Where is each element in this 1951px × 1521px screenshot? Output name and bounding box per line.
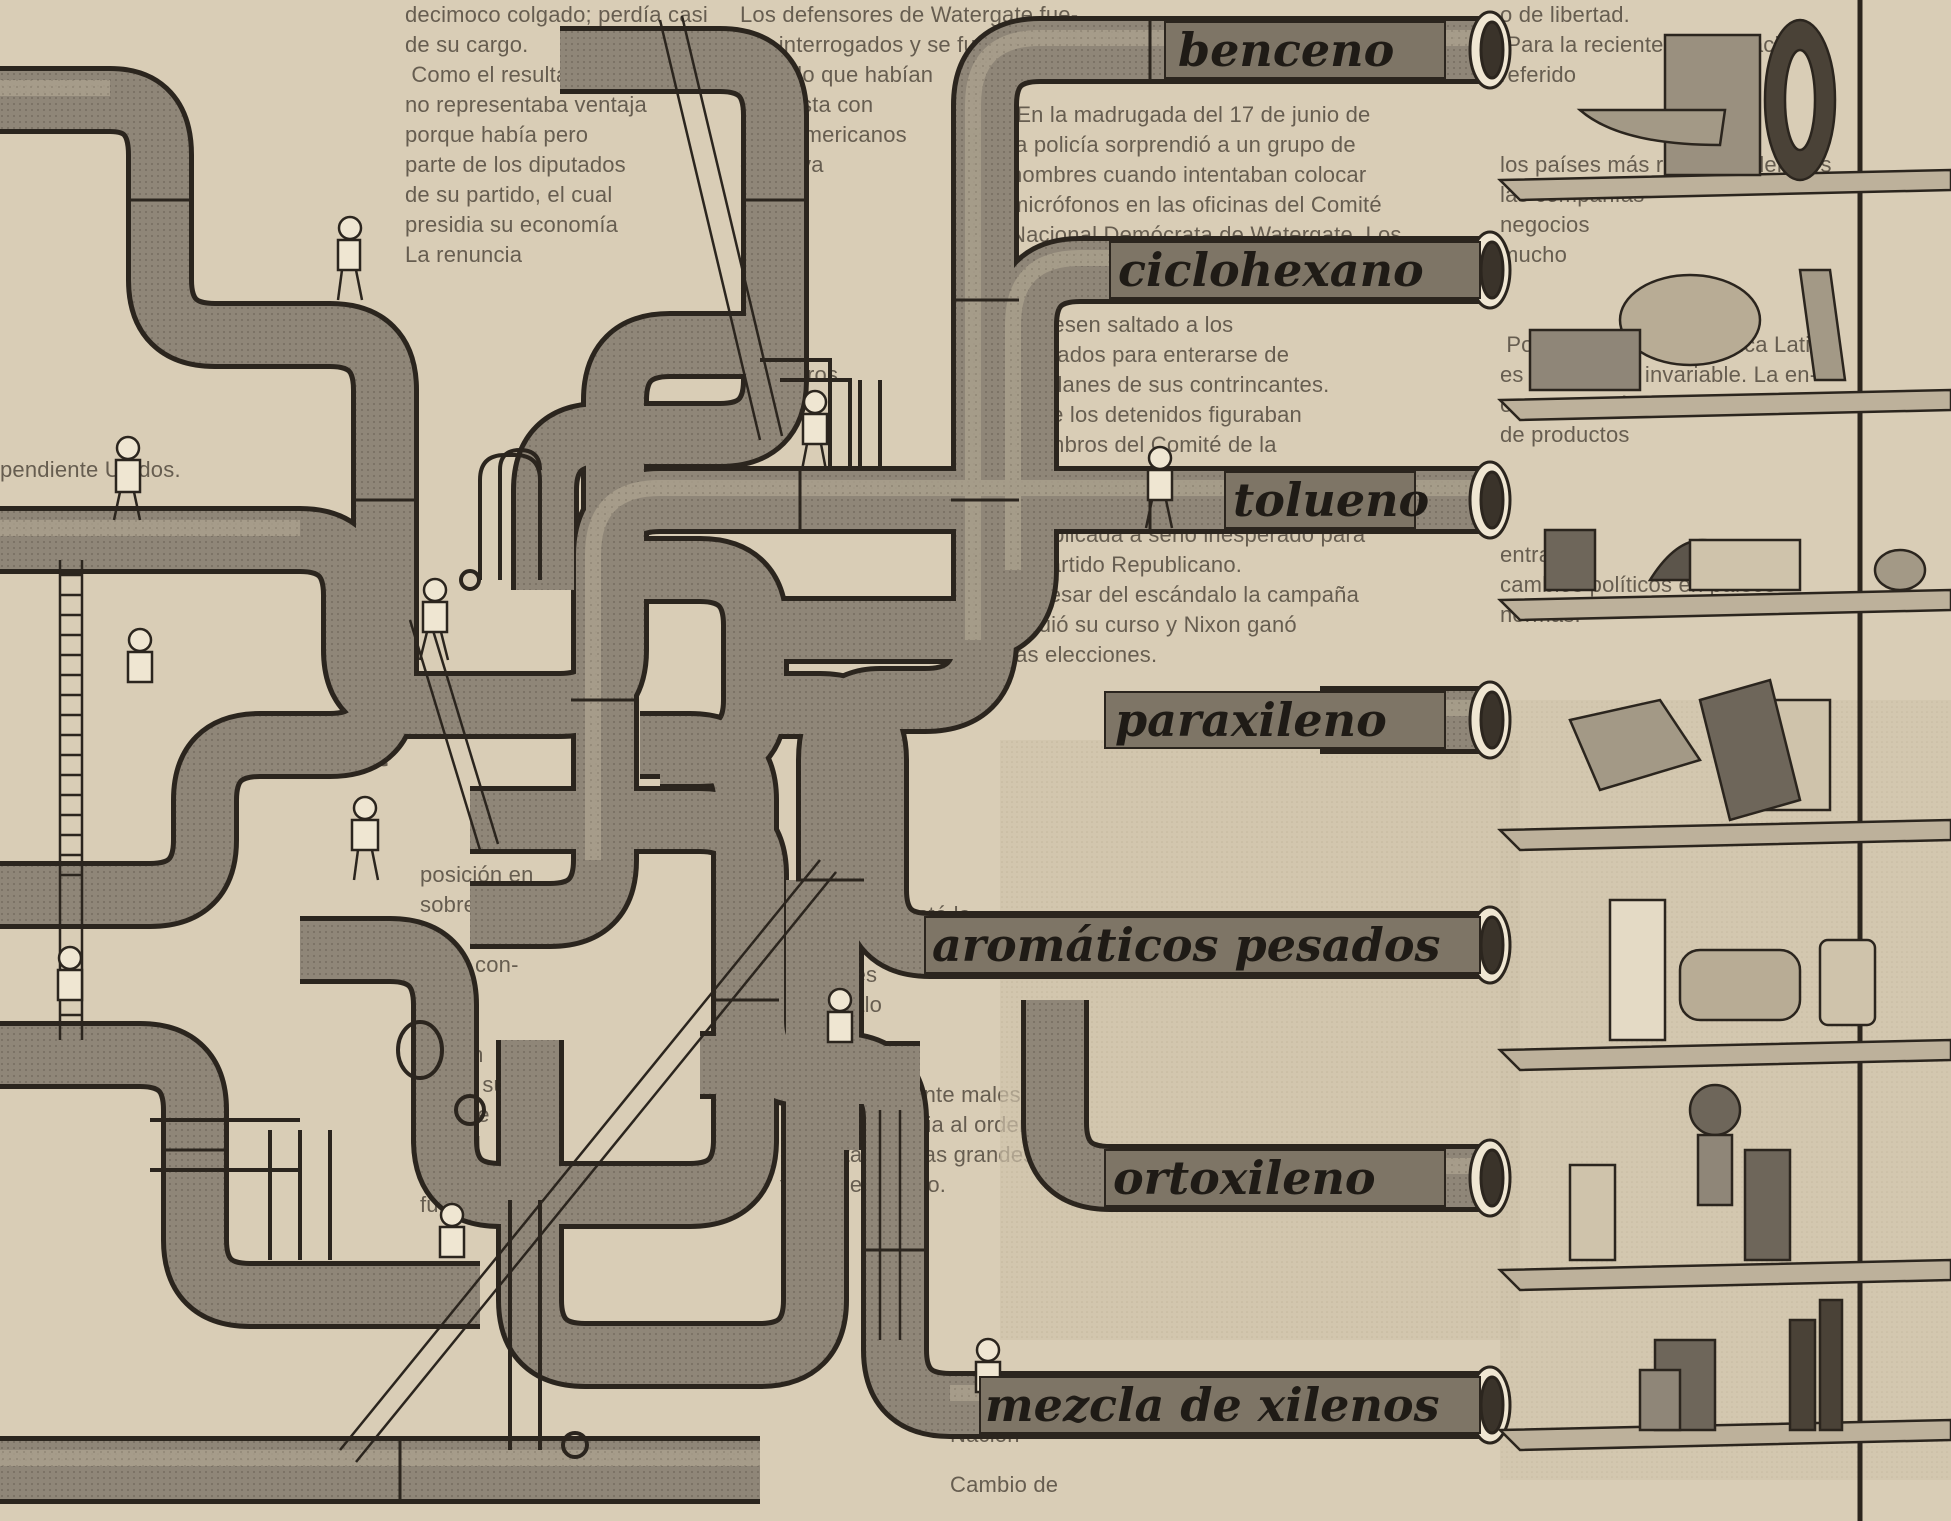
pipe-network (0, 16, 1480, 1504)
product-shirt-box (1568, 698, 1702, 792)
worker-8 (56, 945, 84, 1002)
product-basket (1618, 273, 1762, 367)
worker-1 (336, 215, 364, 301)
product-sponge (1688, 538, 1802, 592)
worker-3 (418, 577, 450, 661)
product-bucket (1663, 33, 1762, 177)
product-boat (1576, 108, 1727, 147)
pipe-label-ciclohexano: ciclohexano (1118, 243, 1424, 297)
product-bottle (1743, 1148, 1792, 1262)
worker-11 (826, 987, 854, 1044)
product-toy-car (1678, 948, 1802, 1022)
pipe-label-benceno: benceno (1178, 23, 1395, 77)
shelf-products (1528, 18, 1927, 1432)
product-briefcase (1698, 678, 1802, 822)
product-tire-icon (1763, 18, 1837, 182)
product-cup (1638, 1368, 1682, 1432)
bg-text-bottom-frag: Cambio de (950, 1472, 1059, 1497)
bg-text-column-left: decimoco colgado; perdía casi de su carg… (405, 2, 708, 267)
worker-5 (800, 389, 829, 471)
product-paint-can (1543, 528, 1597, 592)
worker-4 (350, 795, 380, 881)
worker-2 (112, 435, 142, 521)
product-fabric-roll (1528, 328, 1642, 392)
small-pipes-valves (150, 358, 882, 1459)
pipe-label-tolueno: tolueno (1233, 473, 1430, 527)
pipe-left-lower (0, 1021, 480, 1329)
product-jar (1568, 1163, 1617, 1262)
pipe-label-mezcla-de-xilenos: mezcla de xilenos (985, 1378, 1440, 1432)
workers (56, 215, 1174, 1394)
ladder-slanted-top (658, 15, 784, 441)
ladder-slanted-bottom (339, 859, 837, 1463)
product-tie (1798, 268, 1847, 382)
worker-6 (1144, 445, 1174, 529)
shelving-unit (1497, 0, 1951, 1521)
product-bottles-tall (1788, 1298, 1844, 1432)
pipe-label-ortoxileno: ortoxileno (1113, 1151, 1376, 1205)
product-tape (1873, 548, 1927, 592)
product-fridge (1608, 898, 1667, 1042)
pipe-label-paraxileno: paraxileno (1115, 693, 1387, 747)
worker-7 (126, 627, 154, 684)
label-plates (924, 21, 1481, 1434)
worker-9 (438, 1202, 466, 1259)
ladder-bottom-right (878, 1110, 902, 1340)
product-heater (1818, 938, 1877, 1027)
product-doll (1688, 1083, 1742, 1207)
pipe-label-aromaticos-pesados: aromáticos pesados (932, 918, 1441, 972)
